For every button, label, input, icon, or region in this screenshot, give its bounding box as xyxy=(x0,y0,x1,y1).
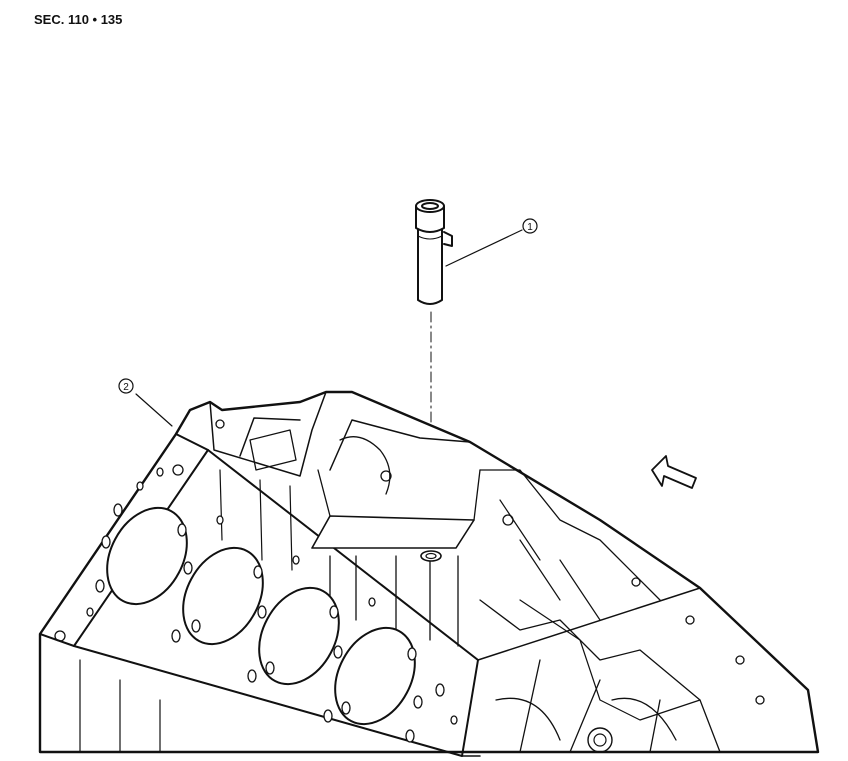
callout-1-circle xyxy=(522,218,538,234)
cylinder-block xyxy=(38,390,820,757)
leader-line-1 xyxy=(445,229,523,267)
deck-holes xyxy=(86,467,458,743)
leader-line-2 xyxy=(135,393,173,427)
callout-2-circle xyxy=(118,378,134,394)
section-reference: SEC. 110 • 135 xyxy=(34,12,123,27)
front-arrow-icon xyxy=(651,455,697,489)
callout-1-number: 1 xyxy=(527,222,533,233)
sensor-part xyxy=(415,199,453,305)
cylinder-bores xyxy=(106,506,416,726)
callout-2-number: 2 xyxy=(123,382,129,393)
